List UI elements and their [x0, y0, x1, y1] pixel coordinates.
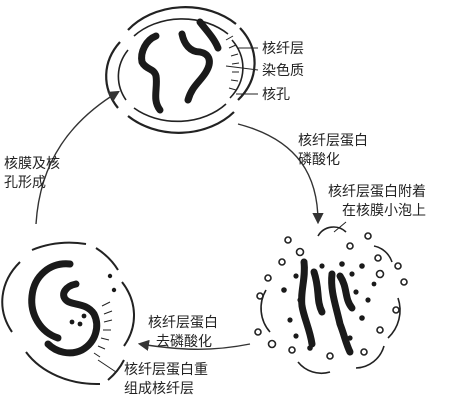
leader-attach [333, 221, 347, 233]
label-phosphorylation-2: 磷酸化 [298, 152, 340, 168]
label-chromatin: 染色质 [262, 62, 304, 79]
arrow-phosphorylation [237, 123, 324, 225]
chromatin-top [138, 18, 222, 114]
membrane-vesicles [254, 226, 408, 375]
arrow-dephosphorylation [137, 339, 251, 351]
nucleus-mitotic-dispersed [254, 226, 408, 375]
nuclear-lamina-hatching [225, 35, 240, 91]
label-attach-2: 在核膜小泡上 [342, 203, 426, 219]
label-phosphorylation-1: 核纤层蛋白 [298, 133, 368, 149]
label-attach-1: 核纤层蛋白附着 [328, 184, 426, 200]
lamin-dots [281, 261, 377, 351]
lamina-reforming-hatching [93, 301, 113, 358]
label-reassembly-1: 核纤层蛋白重 [124, 362, 208, 378]
label-reassembly-2: 组成核纤层 [124, 381, 194, 397]
nuclear-envelope-outer-bottom [127, 111, 235, 134]
arrow-membrane-formation [35, 90, 120, 225]
label-group-top: 核纤层 染色质 核孔 [225, 41, 304, 103]
nuclear-envelope-inner [117, 18, 244, 123]
label-dephosphorylation-1: 核纤层蛋白 [148, 315, 218, 331]
nuclear-envelope-outer-top [127, 6, 237, 31]
label-dephosphorylation-2: 去磷酸化 [156, 334, 212, 350]
label-membrane-formation-1: 核膜及核 [4, 156, 60, 172]
label-pore: 核孔 [262, 87, 290, 103]
nucleus-reassembling [1, 241, 135, 386]
nucleus-interphase [105, 6, 256, 134]
envelope-fragments [1, 241, 135, 386]
chromosomes-condensed [298, 258, 356, 356]
label-lamina: 核纤层 [262, 41, 304, 57]
leader-reassembly [97, 359, 117, 373]
nuclear-envelope-outer-right [237, 27, 256, 101]
chromatin-decondensing [28, 260, 101, 357]
label-membrane-formation-2: 孔形成 [4, 175, 46, 191]
lamin-dots-left [69, 273, 117, 327]
